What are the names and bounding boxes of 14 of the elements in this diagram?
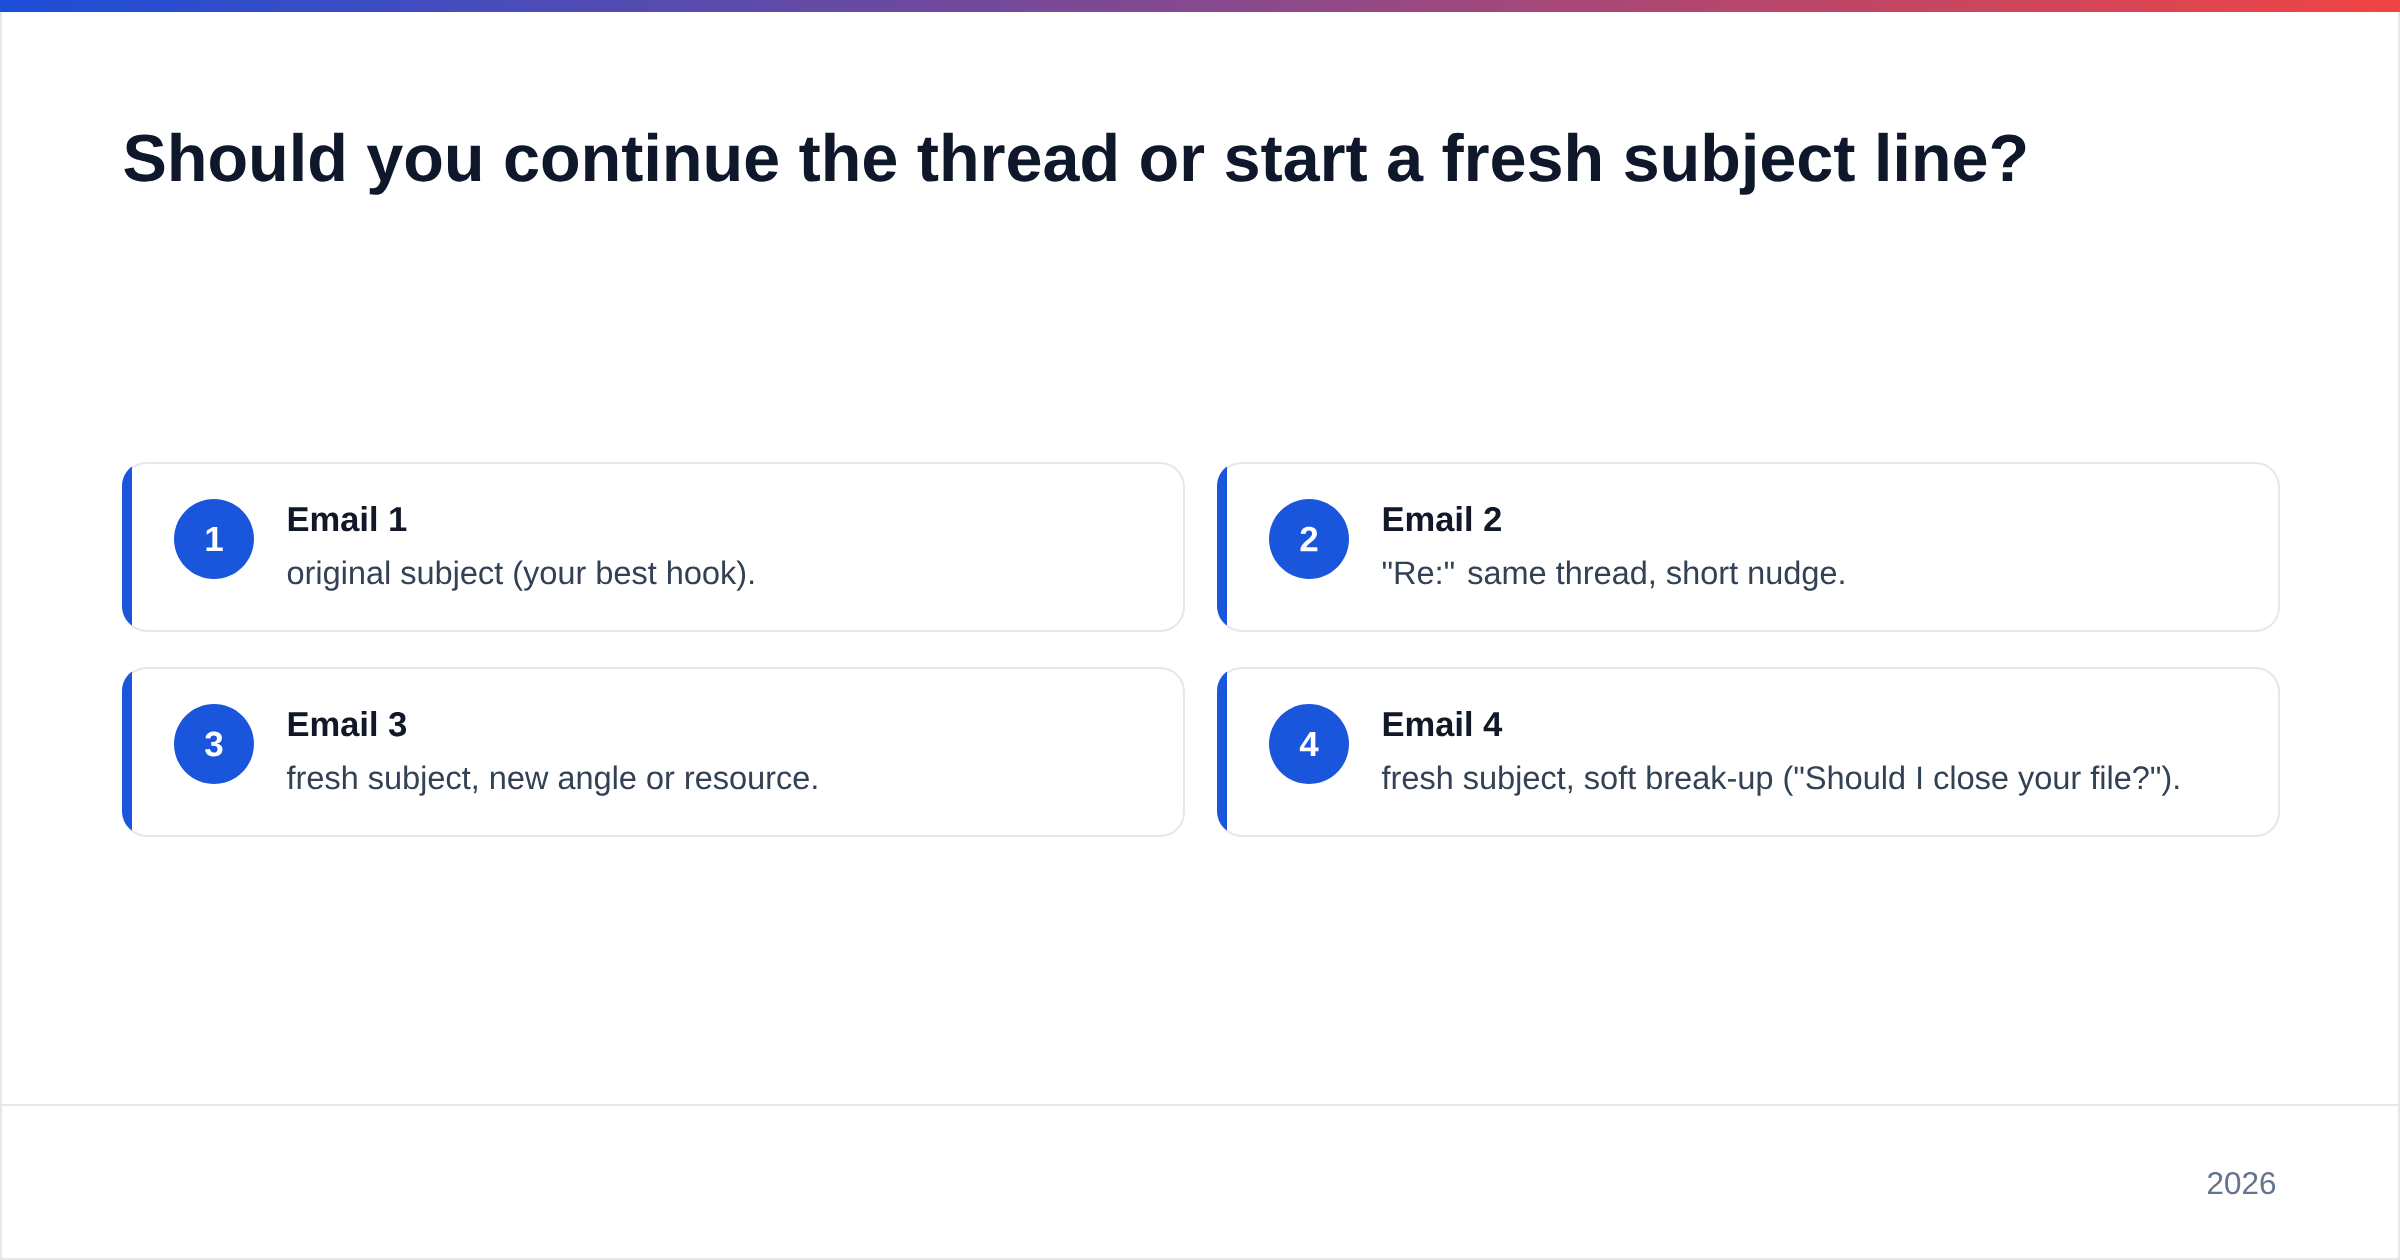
card-text: fresh subject, soft break-up ("Should I close your file?"). xyxy=(1382,765,2179,796)
card-heading: Email 2 xyxy=(1383,506,1501,532)
card-heading: Email 3 xyxy=(288,711,407,737)
card-text: "Re:" same thread, short nudge. xyxy=(1382,560,1844,591)
card-text: fresh subject, new angle or resource. xyxy=(286,765,817,796)
card-heading: Email 4 xyxy=(1383,711,1503,737)
card-heading: Email 1 xyxy=(288,506,407,532)
card xyxy=(1217,667,2281,837)
card xyxy=(122,667,1186,837)
title: Should you continue the thread or start a fresh subject line? xyxy=(124,132,2026,195)
year-label: 2026 xyxy=(2208,1172,2276,1195)
card xyxy=(1217,462,2281,632)
card-text: original subject (your best hook). xyxy=(287,560,754,591)
card xyxy=(122,462,1186,632)
